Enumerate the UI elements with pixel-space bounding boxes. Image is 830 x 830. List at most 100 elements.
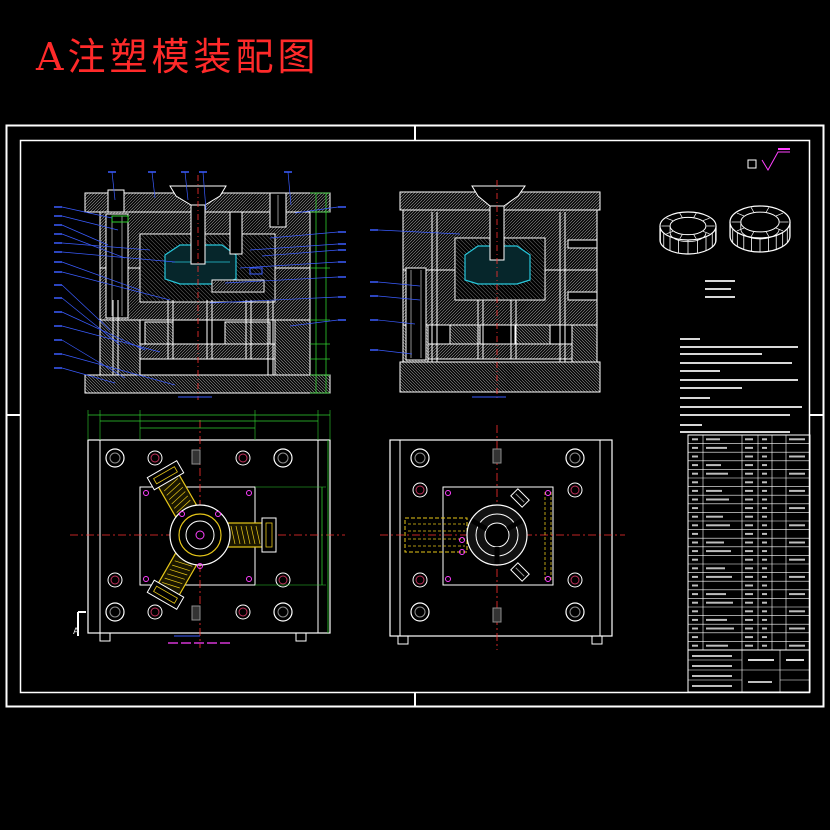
slide-end-inner: [153, 466, 178, 485]
hatch-line: [506, 361, 538, 393]
table-cell-mark: [745, 636, 753, 639]
hatch-line: [560, 361, 592, 393]
hatch-line: [276, 286, 311, 321]
hatch-line: [92, 374, 112, 394]
table-cell-mark: [706, 644, 728, 647]
hatch-line: [302, 192, 323, 213]
hatch-line: [175, 343, 192, 360]
hatch-line: [323, 374, 331, 382]
table-cell-mark: [692, 644, 698, 647]
hatch-line: [229, 280, 241, 292]
hatch-line: [253, 234, 275, 256]
section-marker-a: A: [73, 627, 80, 637]
slot: [492, 607, 502, 623]
hatch-line: [436, 343, 453, 360]
hatch-line: [218, 192, 239, 213]
hatch-line: [233, 374, 253, 394]
hatch-line: [227, 374, 247, 394]
table-cell-mark: [692, 515, 698, 518]
hub-spoke: [506, 518, 524, 532]
slide-hatch: [174, 560, 193, 567]
hatch-line: [466, 343, 483, 360]
plate-outline: [399, 361, 601, 393]
hatch-line: [515, 243, 598, 326]
leader-line: [61, 284, 111, 331]
slide-arm: [146, 459, 198, 518]
hatch-line: [260, 374, 280, 394]
hatch-line: [99, 369, 106, 376]
hatch-line: [537, 324, 551, 338]
guide-hole: [275, 572, 291, 588]
hatch-line: [456, 191, 476, 211]
hatch-line: [515, 361, 547, 393]
hatch-line: [274, 329, 311, 366]
hatch-line: [402, 209, 428, 235]
hatch-line: [140, 261, 181, 302]
hatch-line: [579, 191, 599, 211]
hatch-line: [542, 361, 574, 393]
slide-end-block: [146, 579, 185, 611]
guide-hole-inner: [415, 485, 425, 495]
hatch-line: [530, 361, 562, 393]
hatch-line: [452, 324, 473, 345]
hatch-line: [547, 343, 564, 360]
table-cell-mark: [789, 541, 805, 544]
product-isometric-views: [659, 205, 791, 255]
table-cell-mark: [762, 610, 767, 613]
hatch-line: [134, 192, 155, 213]
hatch-line: [200, 374, 220, 394]
hatch-line: [281, 374, 301, 394]
drawing-title: A注塑模装配图: [36, 35, 320, 79]
guide-hole: [107, 572, 123, 588]
table-cell-mark: [692, 489, 698, 492]
hatch-line: [464, 361, 496, 393]
table-cell-mark: [762, 507, 767, 510]
leader-line: [261, 249, 339, 257]
hatch-line: [155, 192, 176, 213]
ring-top-rib: [702, 230, 710, 235]
hatch-line: [242, 192, 263, 213]
table-cell-mark: [745, 515, 753, 518]
hatch-line: [402, 209, 434, 241]
table-cell-mark: [706, 567, 725, 570]
title-block: [687, 649, 811, 693]
bolt-hole-inner: [277, 606, 289, 618]
table-cell-mark: [692, 593, 698, 596]
ring-top-rib: [679, 213, 683, 218]
hatch-line: [588, 198, 601, 211]
slide-hatch: [162, 582, 180, 589]
hatch-line: [140, 281, 161, 302]
hatch-line: [218, 374, 238, 394]
table-cell-mark: [692, 618, 698, 621]
hatch-line: [142, 343, 159, 360]
hatch-line: [571, 347, 587, 363]
slide-hatch: [168, 486, 184, 500]
hatch-line: [251, 374, 271, 394]
leader-line: [61, 224, 109, 246]
technical-note-line: [680, 379, 798, 381]
ring-top-rib: [765, 231, 770, 237]
hatch-line: [140, 289, 153, 302]
hatch-line: [527, 238, 545, 256]
hatch-line: [247, 280, 259, 292]
slide-block: [510, 562, 530, 582]
hatch-line: [211, 343, 228, 360]
hatch-line: [122, 192, 143, 213]
hatch-line: [84, 381, 97, 394]
hatch-line: [274, 338, 311, 375]
hatch-line: [257, 374, 277, 394]
section-view-a: [54, 171, 346, 400]
hatch-line: [245, 374, 265, 394]
hatch-line: [84, 387, 91, 394]
leader-line: [61, 261, 141, 291]
hatch-line: [178, 343, 195, 360]
table-cell-mark: [706, 472, 728, 475]
hatch-line: [224, 327, 242, 345]
hatch-line: [282, 292, 311, 321]
hatch-line: [224, 324, 245, 345]
hatch-line: [571, 344, 590, 363]
hatch-line: [125, 374, 145, 394]
hatch-line: [236, 374, 256, 394]
table-cell-mark: [745, 446, 753, 449]
screw-mark: [143, 576, 149, 582]
